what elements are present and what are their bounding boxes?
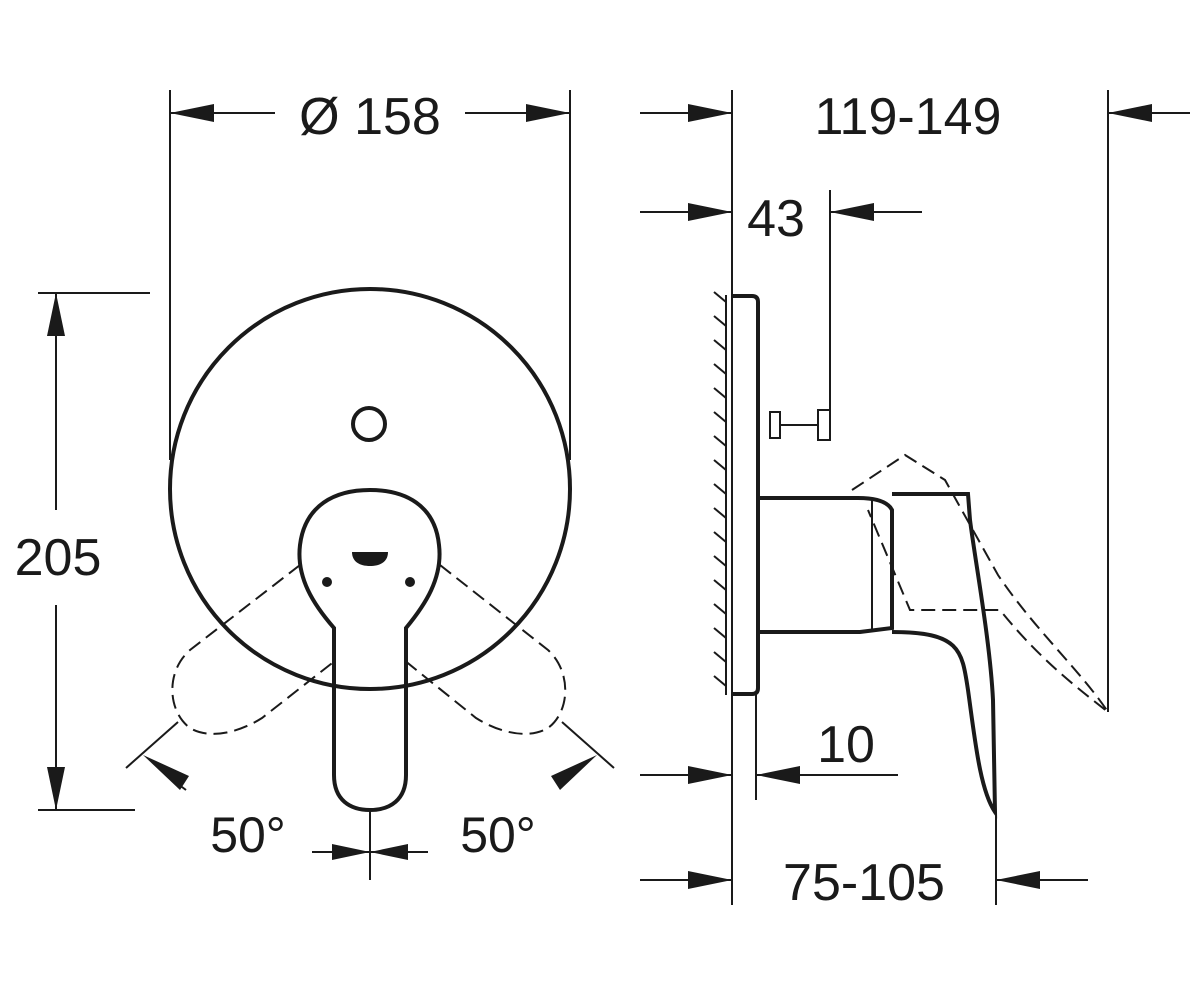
spindle-label: 43 (747, 190, 805, 248)
front-view: Ø 158 205 50° (15, 88, 615, 880)
total-depth-dimension: 119-149 (640, 88, 1190, 712)
angle-right-dimension: 50° (460, 721, 615, 863)
total-depth-label: 119-149 (815, 88, 1002, 146)
angle-left-label: 50° (210, 807, 286, 863)
side-view: 119-149 43 10 75-105 (640, 88, 1190, 912)
diverter-knob-side (769, 409, 831, 441)
handle-screw-right (405, 577, 415, 587)
plate-dimension: 10 (640, 694, 898, 800)
handle-rotated-right (403, 564, 567, 735)
handle-logo-mark (352, 552, 388, 566)
handle-depth-label: 75-105 (783, 854, 945, 912)
handle-depth-dimension: 75-105 (640, 812, 1088, 912)
handle-screw-left (322, 577, 332, 587)
diameter-dimension: Ø 158 (169, 88, 571, 460)
diameter-label: Ø 158 (299, 88, 441, 146)
handle-rotated-left (171, 564, 337, 735)
center-reference (312, 810, 428, 880)
angle-left-dimension: 50° (125, 721, 286, 863)
lever-handle (297, 487, 442, 813)
handle-lever-side (891, 492, 998, 819)
wall-hatching (713, 291, 727, 687)
height-label: 205 (15, 529, 102, 587)
diverter-button (351, 406, 387, 442)
handle-body-side (758, 496, 894, 634)
height-dimension: 205 (15, 292, 150, 811)
plate-label: 10 (817, 716, 875, 774)
spindle-dimension: 43 (640, 190, 922, 412)
angle-right-label: 50° (460, 807, 536, 863)
cover-plate-outline (168, 287, 572, 691)
cover-plate-profile (732, 294, 760, 696)
